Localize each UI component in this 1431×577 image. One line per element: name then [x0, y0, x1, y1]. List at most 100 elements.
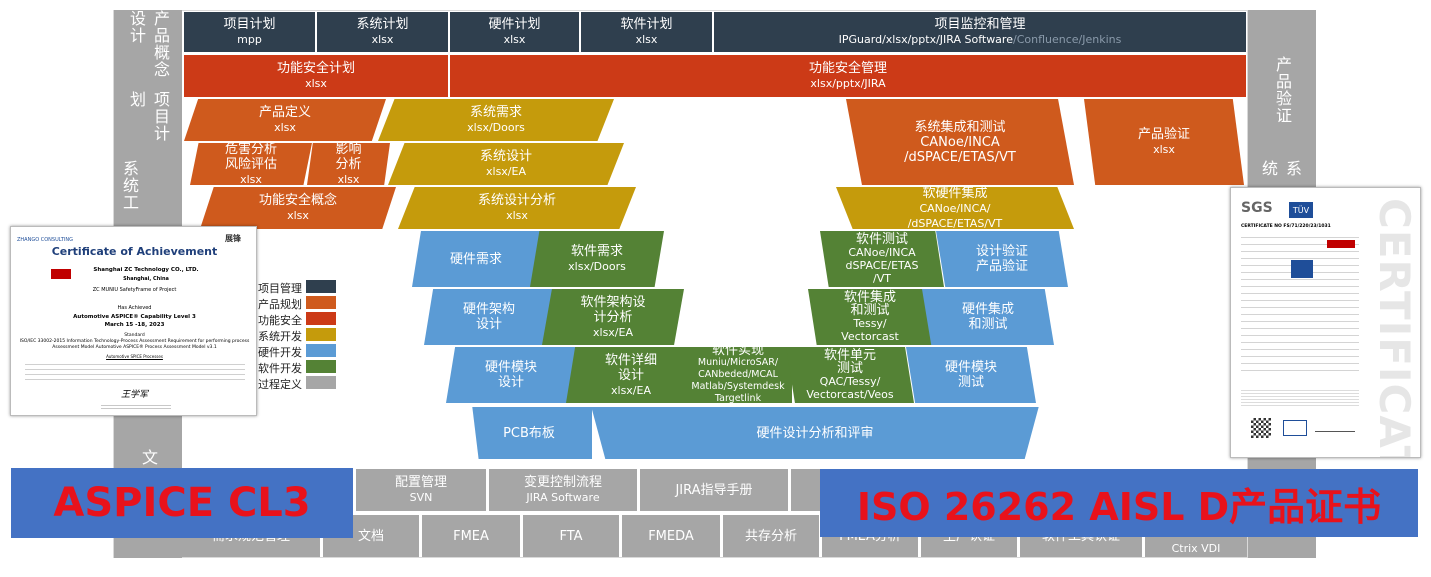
software-unit-test-sub: QAC/Tessy/ Vectorcast/Veos — [806, 375, 894, 401]
top-cell-title: 硬件计划 — [488, 17, 541, 32]
hw-sw-integration-sub: CANoe/INCA/ /dSPACE/ETAS/VT — [907, 201, 1003, 230]
software-unit-test: 软件单元 测试 QAC/Tessy/ Vectorcast/Veos — [786, 347, 914, 403]
pcb-layout-title: PCB布板 — [503, 425, 555, 441]
impact-analysis: 影响 分析 xlsx — [307, 143, 390, 185]
hardware-integration-test: 硬件集成 和测试 — [922, 289, 1054, 345]
cert-signature: 王学军 — [120, 390, 148, 400]
legend-swatch-process — [306, 376, 336, 389]
top-cell-project-monitoring: 项目监控和管理 IPGuard/xlsx/pptx/JIRA Software/… — [714, 12, 1246, 52]
change-control-sub: JIRA Software — [526, 491, 600, 504]
safety-management-title: 功能安全管理 — [808, 61, 887, 76]
left-column-top-label: 产品概念设计 项目计划 — [114, 10, 182, 145]
safety-concept-title: 功能安全概念 — [258, 193, 337, 208]
software-test: 软件测试 CANoe/INCA dSPACE/ETAS /VT — [820, 231, 944, 287]
safety-plan-cell: 功能安全计划 xlsx — [184, 55, 448, 97]
cert-company: Shanghai ZC Technology CO., LTD. — [93, 267, 199, 273]
hardware-architecture-title: 硬件架构 设计 — [462, 302, 515, 332]
change-control: 变更控制流程 JIRA Software — [489, 469, 637, 511]
software-implementation-title: 软件实现 — [711, 343, 764, 358]
design-verification-title: 设计验证 产品验证 — [975, 244, 1028, 274]
hw-sw-integration-title: 软硬件集成 — [922, 185, 988, 201]
legend-label: 硬件开发 — [258, 346, 302, 359]
cert-footer-lines — [1241, 388, 1359, 408]
hardware-architecture: 硬件架构 设计 — [424, 289, 554, 345]
software-integration-test-sub: Tessy/ Vectorcast — [841, 317, 899, 343]
cert-standard-label: Standard — [124, 333, 145, 338]
hardware-requirements: 硬件需求 — [412, 231, 540, 287]
hardware-requirements-title: 硬件需求 — [449, 251, 502, 267]
hardware-design-analysis: 硬件设计分析和评审 — [591, 407, 1039, 459]
software-requirements-title: 软件需求 — [570, 244, 623, 259]
product-verification: 产品验证 xlsx — [1084, 99, 1244, 185]
bottom-item-fmea: FMEA — [422, 515, 520, 557]
hardware-module-design: 硬件模块 设计 — [446, 347, 576, 403]
system-requirements-title: 系统需求 — [469, 105, 522, 120]
cert-has: Has Achieved — [117, 305, 152, 311]
top-cell-title: 系统计划 — [356, 17, 409, 32]
aspice-certificate: ZHANGO CONSULTING 展锋 Certificate of Achi… — [10, 226, 257, 416]
design-verification: 设计验证 产品验证 — [936, 231, 1068, 287]
software-requirements: 软件需求 xlsx/Doors — [530, 231, 664, 287]
software-architecture-sub: xlsx/EA — [593, 325, 633, 339]
change-control-title: 变更控制流程 — [523, 475, 602, 490]
software-unit-test-title: 软件单元 测试 — [823, 348, 876, 376]
config-management-title: 配置管理 — [394, 475, 447, 490]
impact-analysis-sub: xlsx — [337, 172, 360, 186]
left-col-text-a: 产品概念设计 — [127, 10, 170, 78]
product-definition-sub: xlsx — [274, 121, 296, 134]
system-design-sub: xlsx/EA — [486, 165, 526, 178]
cert-level: Automotive ASPICE® Capability Level 3 — [73, 314, 196, 320]
legend-swatch-hardware — [306, 344, 336, 357]
bottom-item-fmeda: FMEDA — [622, 515, 720, 557]
top-cell-sub: mpp — [237, 33, 262, 46]
safety-concept-sub: xlsx — [287, 209, 309, 222]
legend-label: 过程定义 — [258, 378, 302, 391]
bottom-item-label: FTA — [559, 528, 583, 544]
config-management: 配置管理 SVN — [356, 469, 486, 511]
legend-swatch-project — [306, 280, 336, 293]
system-design: 系统设计 xlsx/EA — [388, 143, 624, 185]
right-column-top-label: 产品验证 — [1248, 40, 1316, 140]
top-cell-hardware-plan: 硬件计划 xlsx — [450, 12, 579, 52]
cert-number: CERTIFICATE NO FS/71/220/23/1031 — [1241, 224, 1331, 229]
top-cell-title: 软件计划 — [620, 17, 673, 32]
software-implementation: 软件实现 Muniu/MicroSAR/ CANbeded/MCAL Matla… — [684, 343, 792, 404]
software-integration-test-title: 软件集成 和测试 — [843, 290, 896, 318]
system-integration-test-title: 系统集成和测试 — [914, 119, 1006, 135]
software-requirements-sub: xlsx/Doors — [568, 260, 626, 273]
aspice-banner-text: ASPICE CL3 — [53, 480, 311, 526]
jira-guide-title: JIRA指导手册 — [675, 482, 753, 498]
product-verification-sub: xlsx — [1153, 143, 1175, 156]
legend-swatch-safety — [306, 312, 336, 325]
left-col-text-d: 文 — [139, 449, 158, 466]
legend-label: 功能安全 — [258, 314, 302, 327]
pcb-layout: PCB布板 — [472, 407, 592, 459]
legend-label: 产品规划 — [258, 298, 302, 311]
product-verification-title: 产品验证 — [1137, 127, 1190, 142]
bottom-row1-extra — [791, 469, 821, 511]
hardware-module-design-title: 硬件模块 设计 — [484, 360, 537, 390]
cert-standard: ISO/IEC 33002-2015 Information Technolog… — [19, 339, 250, 350]
aspice-banner: ASPICE CL3 — [11, 468, 353, 538]
sgs-logo: SGS — [1241, 200, 1273, 216]
bottom-item-label: FMEA — [453, 528, 489, 544]
legend-label: 系统开发 — [258, 330, 302, 343]
software-detailed-design-title: 软件详细 设计 — [604, 352, 657, 383]
left-column-mid-label: 系统工 — [114, 145, 144, 225]
top-cell-sub: xlsx — [371, 33, 394, 46]
system-integration-test: 系统集成和测试 CANoe/INCA /dSPACE/ETAS/VT — [846, 99, 1074, 185]
product-definition: 产品定义 xlsx — [184, 99, 386, 141]
cert-footer-lines — [101, 403, 171, 411]
cert-qr-icon — [1251, 418, 1271, 438]
software-architecture-title: 软件架构设 计分析 — [580, 294, 646, 325]
top-cell-sub: xlsx — [503, 33, 526, 46]
top-cell-sub-wrap: IPGuard/xlsx/pptx/JIRA Software/Confluen… — [839, 32, 1122, 47]
system-design-analysis: 系统设计分析 xlsx — [398, 187, 636, 229]
hardware-design-analysis-title: 硬件设计分析和评审 — [756, 425, 874, 441]
hazard-analysis-title: 危害分析 风险评估 — [224, 141, 277, 172]
cert-date: March 15 -18, 2023 — [104, 322, 165, 328]
software-integration-test: 软件集成 和测试 Tessy/ Vectorcast — [808, 289, 932, 345]
cert-company-logo-icon — [51, 269, 71, 279]
hw-sw-integration: 软硬件集成 CANoe/INCA/ /dSPACE/ETAS/VT — [836, 187, 1074, 229]
top-cell-software-plan: 软件计划 xlsx — [581, 12, 712, 52]
